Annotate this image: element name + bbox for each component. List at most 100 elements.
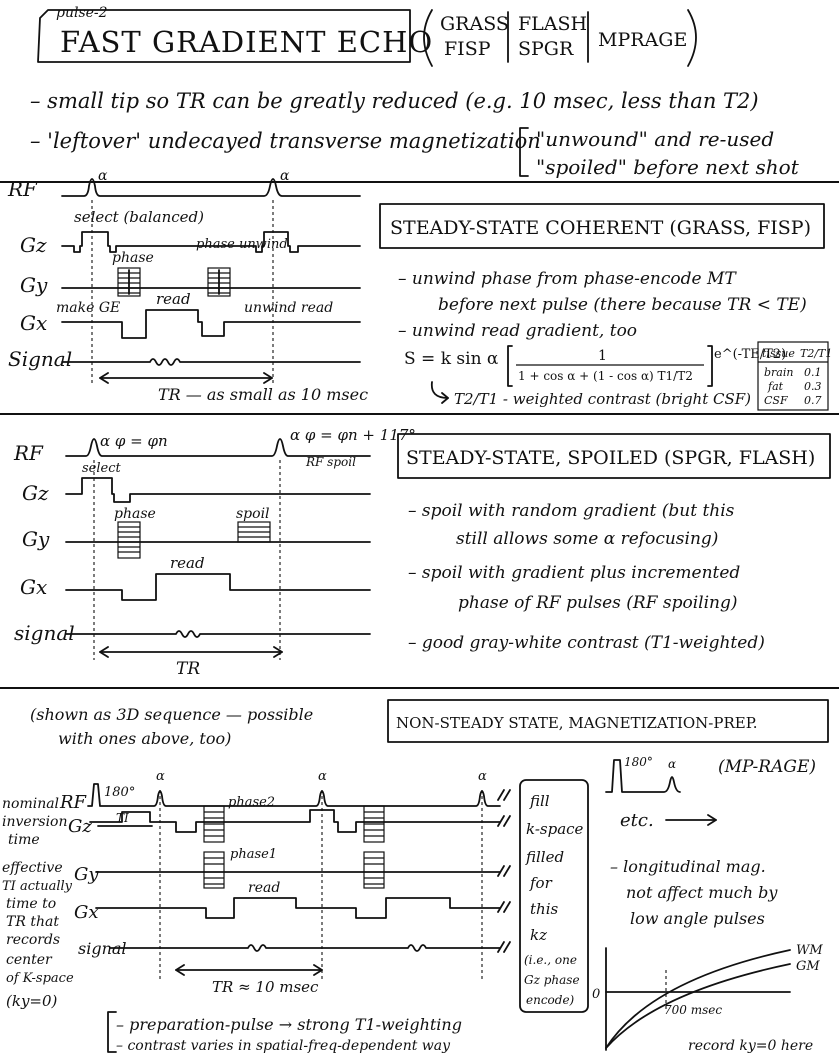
tissue-name: fat [767, 380, 784, 393]
row-label-gx: Gx [74, 902, 99, 923]
etc-label: etc. [620, 810, 654, 831]
left-note: time to [6, 896, 56, 912]
deg180-label: 180° [104, 785, 135, 800]
signal-waveform [109, 944, 501, 952]
row-label-signal: signal [78, 939, 127, 958]
fill-note: fill [529, 792, 550, 810]
pulse-phase-label: α φ = φn [100, 432, 168, 450]
phase1-label: phase1 [230, 847, 277, 862]
tr-label: TR ≈ 10 msec [212, 978, 319, 996]
fill-note: encode) [526, 993, 575, 1007]
phase2-label: phase2 [228, 795, 275, 810]
left-note: TI actually [2, 879, 73, 894]
tissue-header: tissue [762, 347, 795, 360]
phase-unwind-block [207, 267, 231, 297]
alpha-label: α [156, 769, 165, 784]
row-label-rf: RF [13, 441, 44, 465]
gx-waveform [61, 309, 361, 339]
alpha-label: α [98, 168, 108, 184]
select-label: select (balanced) [74, 208, 204, 226]
page-title: FAST GRADIENT ECHO [60, 25, 433, 59]
left-note: nominal [2, 796, 59, 812]
formula-denominator: 1 + cos α + (1 - cos α) T1/T2 [518, 369, 693, 383]
ratio-header: T2/T1 [800, 347, 832, 360]
tissue-ratio: 0.7 [804, 394, 822, 407]
spoiled-title-box [397, 433, 831, 479]
recovery-graph: WM GM 0 700 msec record ky=0 here [592, 943, 823, 1054]
title-box [37, 9, 411, 63]
coherent-title: STEADY-STATE COHERENT (GRASS, FISP) [390, 217, 811, 239]
left-note: time [8, 832, 40, 848]
row-label-rf: RF [59, 792, 88, 813]
option-unwound: "unwound" and re-used [536, 127, 774, 151]
note-line: – spoil with gradient plus incremented [408, 563, 740, 583]
rf-waveform [61, 178, 361, 197]
tissue-ratio: 0.3 [804, 380, 822, 393]
left-note: TR that [6, 914, 59, 930]
intro: – small tip so TR can be greatly reduced… [30, 89, 800, 179]
contrast-arrowhead [441, 392, 449, 404]
gx-waveform [65, 573, 371, 601]
alpha-label: α [318, 769, 327, 784]
mini-rf-waveform [605, 759, 681, 793]
note-line: – good gray-white contrast (T1-weighted) [408, 633, 765, 653]
note-line: still allows some α refocusing) [456, 529, 718, 549]
fill-note: (i.e., one [524, 953, 577, 967]
tissue-name: CSF [764, 394, 788, 407]
row-label-gy: Gy [74, 864, 99, 885]
gx-waveform [95, 897, 501, 919]
tr-arrowheads [99, 372, 273, 384]
tissue-ratio: 0.1 [804, 366, 822, 379]
row-label-rf: RF [7, 177, 38, 201]
spoiled-title: STEADY-STATE, SPOILED (SPGR, FLASH) [406, 447, 815, 469]
left-note: records [6, 932, 60, 948]
left-note: of K-space [6, 971, 74, 986]
tr-label: TR [176, 659, 200, 679]
rf-waveform [65, 438, 371, 457]
row-label-gz: Gz [68, 816, 92, 837]
variant-grass: GRASS [440, 13, 509, 35]
fill-note: for [529, 874, 553, 892]
gm-curve [605, 963, 791, 1049]
wm-curve [605, 949, 791, 1049]
alpha-label: α [478, 769, 487, 784]
variant-fisp: FISP [444, 38, 491, 60]
phase1-block [363, 851, 385, 889]
row-label-gy: Gy [20, 273, 48, 297]
phase-encode-block [117, 521, 141, 559]
note-line: – unwind phase from phase-encode MT [398, 269, 737, 289]
break-marks [497, 789, 511, 953]
header: pulse-2 FAST GRADIENT ECHO GRASS FISP FL… [37, 5, 697, 67]
phase-unwind-label: phase unwind [196, 237, 288, 252]
fill-box [519, 779, 589, 1013]
zero-label: 0 [592, 987, 600, 1002]
etc-arrowhead [707, 814, 717, 826]
wm-label: WM [796, 943, 823, 958]
read-label: read [156, 290, 191, 308]
intro-line-1: – small tip so TR can be greatly reduced… [30, 89, 759, 113]
record-note: record ky=0 here [688, 1038, 813, 1054]
fill-note: kz [530, 926, 547, 944]
time-label: 700 msec [664, 1003, 722, 1017]
tissue-name: brain [764, 366, 793, 379]
fill-note: this [530, 900, 558, 918]
row-label-signal: Signal [8, 347, 72, 371]
row-label-gx: Gx [20, 575, 47, 599]
phase-encode-block [117, 267, 141, 297]
section-coherent: RF Gz Gy Gx Signal α α select (balanced)… [7, 168, 832, 411]
intro-line-2: – 'leftover' undecayed transverse magnet… [30, 129, 541, 153]
left-note: center [6, 952, 53, 968]
long-note: not affect much by [626, 883, 778, 902]
aside-line: (shown as 3D sequence — possible [30, 705, 313, 724]
left-note: effective [2, 860, 63, 876]
ti-label: TI [116, 811, 129, 825]
left-note: (ky=0) [6, 992, 58, 1010]
make-ge-label: make GE [56, 300, 120, 316]
contrast-arrow [430, 381, 449, 399]
note-line: phase of RF pulses (RF spoiling) [458, 593, 738, 613]
mini-180-label: 180° [624, 755, 653, 769]
bottom-note: – preparation-pulse → strong T1-weightin… [116, 1015, 462, 1034]
unwind-read-label: unwind read [244, 300, 333, 316]
coherent-title-box [379, 203, 825, 249]
variant-spgr: SPGR [518, 38, 574, 60]
